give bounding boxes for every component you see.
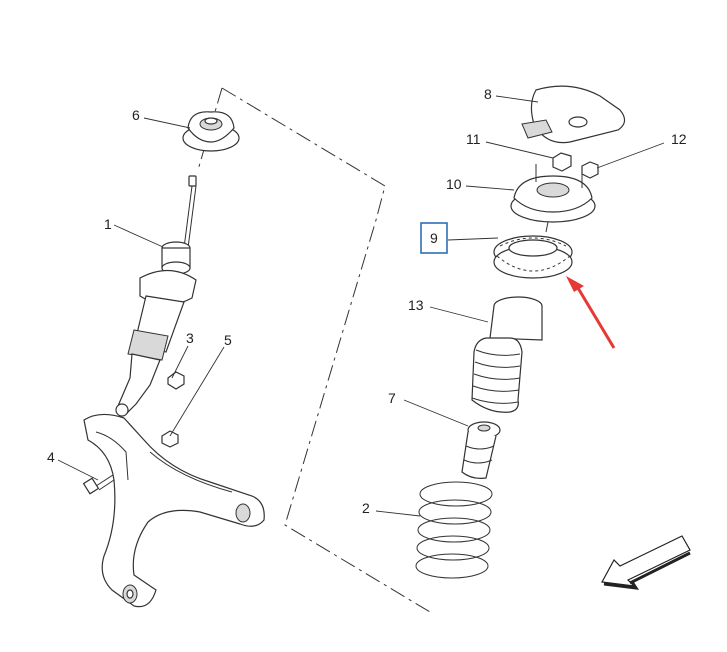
callout-6: 6 xyxy=(132,107,140,123)
callout-2: 2 xyxy=(362,500,370,516)
part-10-top-mount xyxy=(510,164,596,233)
part-2-coil-spring xyxy=(415,481,493,579)
callout-labels: 6 1 3 5 4 8 11 12 10 9 13 7 2 xyxy=(47,86,687,516)
callout-5: 5 xyxy=(224,332,232,348)
callout-13: 13 xyxy=(408,297,424,313)
part-12-nut xyxy=(581,161,599,179)
exploded-view-frame xyxy=(197,87,431,613)
callout-9: 9 xyxy=(430,230,438,246)
part-1-shock-absorber xyxy=(115,175,197,417)
red-pointer-arrow-icon xyxy=(566,276,616,349)
direction-arrow-icon xyxy=(601,535,691,590)
callout-8: 8 xyxy=(484,86,492,102)
part-3-nut xyxy=(167,371,185,390)
callout-3: 3 xyxy=(186,330,194,346)
callout-10: 10 xyxy=(446,176,462,192)
part-5-nut xyxy=(161,430,179,448)
callout-11: 11 xyxy=(466,131,481,147)
leader-lines xyxy=(57,95,665,517)
part-8-cover xyxy=(521,85,626,144)
part-9-spring-seat xyxy=(493,235,573,279)
callout-4: 4 xyxy=(47,449,55,465)
part-11-nut xyxy=(552,152,572,172)
part-7-bump-stop xyxy=(461,421,501,479)
callout-7: 7 xyxy=(388,390,396,406)
lower-control-arm xyxy=(83,413,265,608)
highlight-box-part-9 xyxy=(420,222,448,254)
callout-1: 1 xyxy=(104,216,112,232)
callout-12: 12 xyxy=(671,131,687,147)
part-13-dust-boot xyxy=(471,296,543,413)
part-6-top-mount xyxy=(182,111,240,152)
